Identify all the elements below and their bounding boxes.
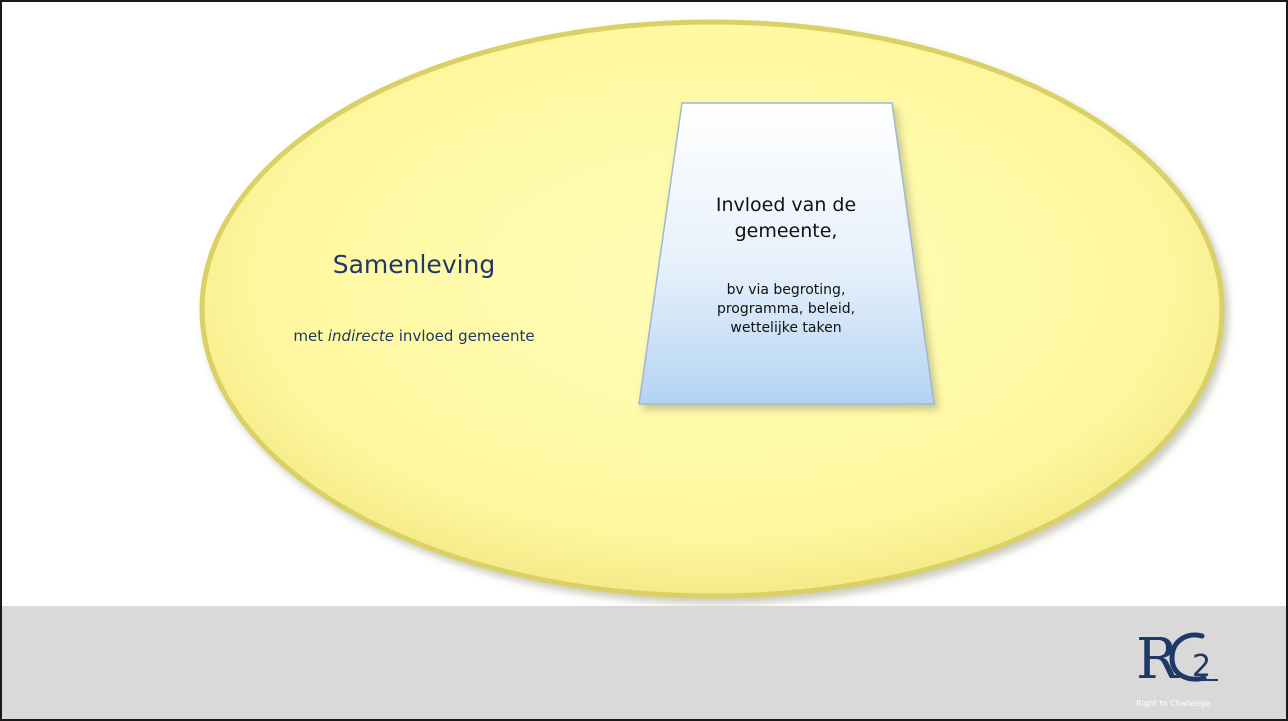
society-subtitle: met indirecte invloed gemeente [234, 327, 594, 345]
footer-band [2, 606, 1286, 719]
diagram-canvas [199, 19, 1225, 599]
municipality-detail-line: wettelijke taken [730, 320, 842, 336]
municipality-title-line: Invloed van de [715, 194, 857, 216]
logo-caption: Right to Challenge [1136, 699, 1211, 708]
municipality-detail-line: bv via begroting, [726, 282, 846, 298]
society-subtitle-emphasis: indirecte [327, 327, 394, 345]
municipality-title: Invloed van de gemeente, [682, 192, 890, 244]
society-subtitle-prefix: met [293, 327, 328, 345]
municipality-title-line: gemeente, [734, 220, 838, 242]
society-title: Samenleving [332, 250, 496, 279]
municipality-detail-line: programma, beleid, [716, 301, 856, 317]
rc2-logo-icon: R 2 [1136, 627, 1218, 692]
municipality-trapezoid [638, 102, 935, 405]
society-subtitle-suffix: invloed gemeente [394, 327, 535, 345]
municipality-detail: bv via begroting, programma, beleid, wet… [682, 281, 890, 338]
svg-text:2: 2 [1192, 649, 1211, 684]
rc2-logo: R 2 Right to Challenge [1130, 620, 1230, 712]
